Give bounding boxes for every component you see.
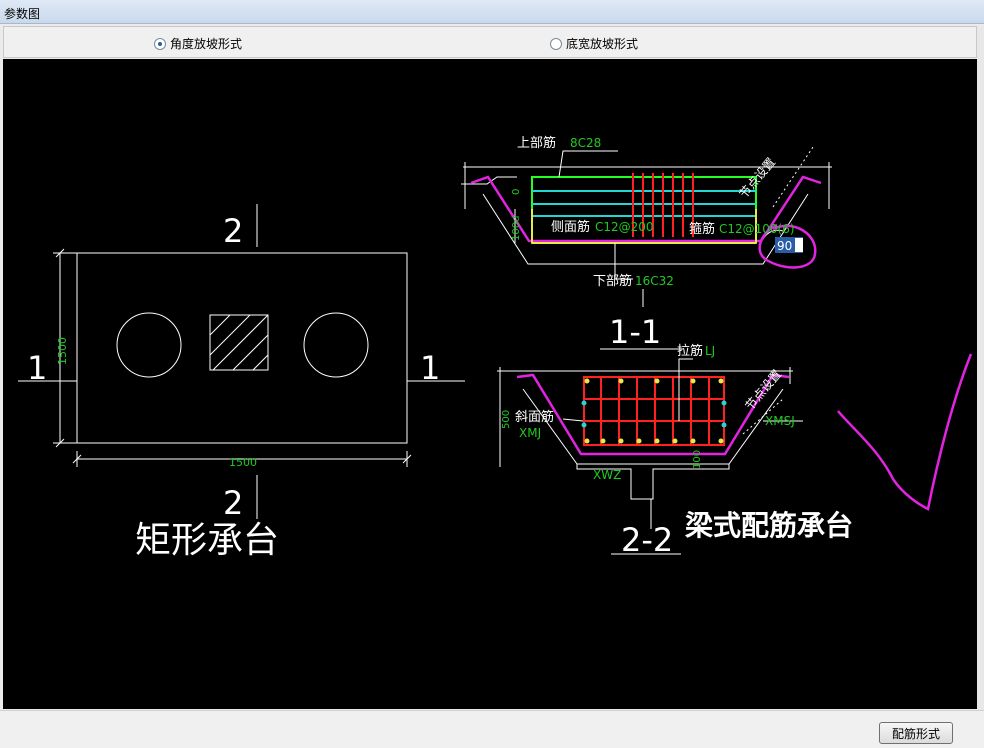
side-rebar-label: 侧面筋	[551, 219, 590, 235]
checkmark-annotation	[837, 353, 973, 511]
tie-value: LJ	[705, 344, 715, 358]
dim-zero: 0	[511, 189, 522, 195]
width-slope-radio[interactable]: 底宽放坡形式	[550, 35, 638, 52]
section-mark-1-right: 1	[420, 349, 440, 387]
bottom-bar: 配筋形式	[0, 710, 984, 748]
rebar-form-button[interactable]: 配筋形式	[879, 722, 953, 744]
xmsj-label: XMSJ	[765, 414, 795, 428]
section-1-1	[461, 146, 832, 350]
dim-width-1500: 1500	[229, 456, 257, 469]
dim-height-1500: 1500	[56, 337, 69, 365]
dim-100: 100	[692, 450, 703, 469]
title-bar: 参数图	[0, 0, 984, 24]
slope-options-bar: 角度放坡形式 底宽放坡形式	[3, 26, 977, 58]
angle-input-value[interactable]: 90	[777, 239, 792, 253]
section-mark-2-top: 2	[223, 212, 243, 250]
radio-selected-icon	[154, 37, 166, 50]
xwz-label: XWZ	[593, 468, 621, 482]
column-hatch	[209, 314, 269, 371]
radio-unselected-icon	[550, 37, 562, 50]
plan-view	[18, 204, 465, 519]
bottom-rebar-label: 下部筋	[593, 273, 632, 289]
stirrup-label: 箍筋	[689, 221, 715, 237]
section-title-2-2: 2-2	[621, 521, 673, 559]
side-rebar-value: C12@200	[595, 220, 654, 234]
section-title-1-1: 1-1	[609, 313, 661, 351]
dim-100d: 100d	[511, 216, 522, 241]
node-setting-label-2[interactable]: 节点设置	[743, 367, 785, 413]
caption-rect-cap: 矩形承台	[135, 520, 279, 561]
section-mark-2-bottom: 2	[223, 484, 243, 522]
right-edge-strip	[977, 26, 984, 710]
slope-rebar-label: 斜面筋	[515, 409, 554, 425]
slope-rebar-value: XMJ	[519, 426, 541, 440]
width-slope-label: 底宽放坡形式	[566, 37, 639, 51]
pile-circle-right	[303, 312, 369, 378]
cad-drawing: 2 2 1 1 1500 1500 矩形承台	[18, 135, 973, 561]
caption-beam-cap: 梁式配筋承台	[684, 509, 853, 542]
pile-circle-left	[116, 312, 182, 378]
parameter-drawing-canvas: 2 2 1 1 1500 1500 矩形承台	[3, 59, 977, 709]
bottom-rebar-value: 16C32	[635, 274, 674, 288]
angle-slope-radio[interactable]: 角度放坡形式	[154, 35, 242, 52]
angle-slope-label: 角度放坡形式	[170, 37, 243, 51]
section-2-2	[497, 358, 803, 555]
node-setting-label-1[interactable]: 节点设置	[737, 155, 779, 201]
top-rebar-label: 上部筋	[517, 135, 556, 151]
cap-outline	[76, 252, 408, 444]
dim-500: 500	[501, 410, 512, 429]
tie-label: 拉筋	[677, 343, 703, 359]
hatch-lines	[209, 314, 269, 371]
section-mark-1-left: 1	[27, 349, 47, 387]
stirrup-value: C12@100(6)	[719, 222, 795, 236]
window-title: 参数图	[4, 7, 41, 21]
top-rebar-value: 8C28	[570, 136, 601, 150]
